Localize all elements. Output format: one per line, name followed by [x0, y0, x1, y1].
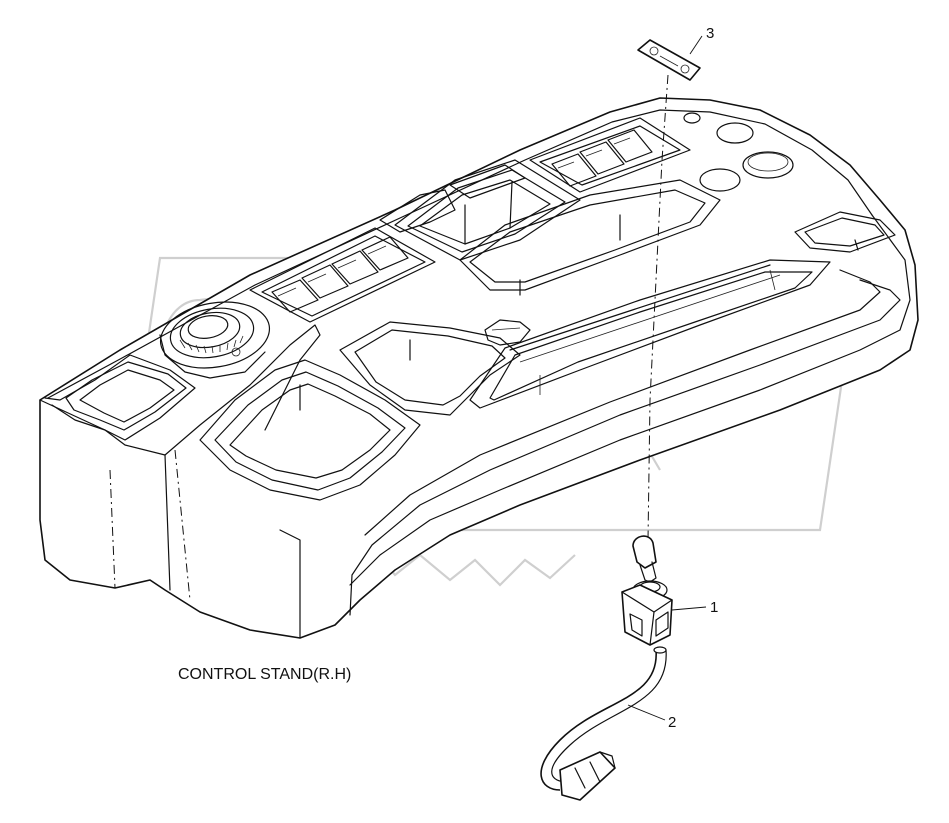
control-stand-console: [39, 97, 919, 639]
leader-line-2: [627, 704, 666, 721]
switch-bank-left: [249, 227, 436, 323]
leader-line-1: [671, 606, 707, 611]
part-3-label-plate: [637, 39, 701, 81]
diagram-caption: CONTROL STAND(R.H): [178, 666, 351, 683]
leader-line-3: [689, 35, 703, 55]
switch-bank-right: [529, 117, 691, 193]
callout-3: 3: [706, 25, 714, 42]
callout-1: 1: [710, 599, 718, 616]
assembly-centerline: [647, 74, 669, 541]
part-1-toggle-switch: [621, 535, 673, 646]
callout-2: 2: [668, 714, 676, 731]
part-2-wire-harness: [540, 646, 667, 801]
